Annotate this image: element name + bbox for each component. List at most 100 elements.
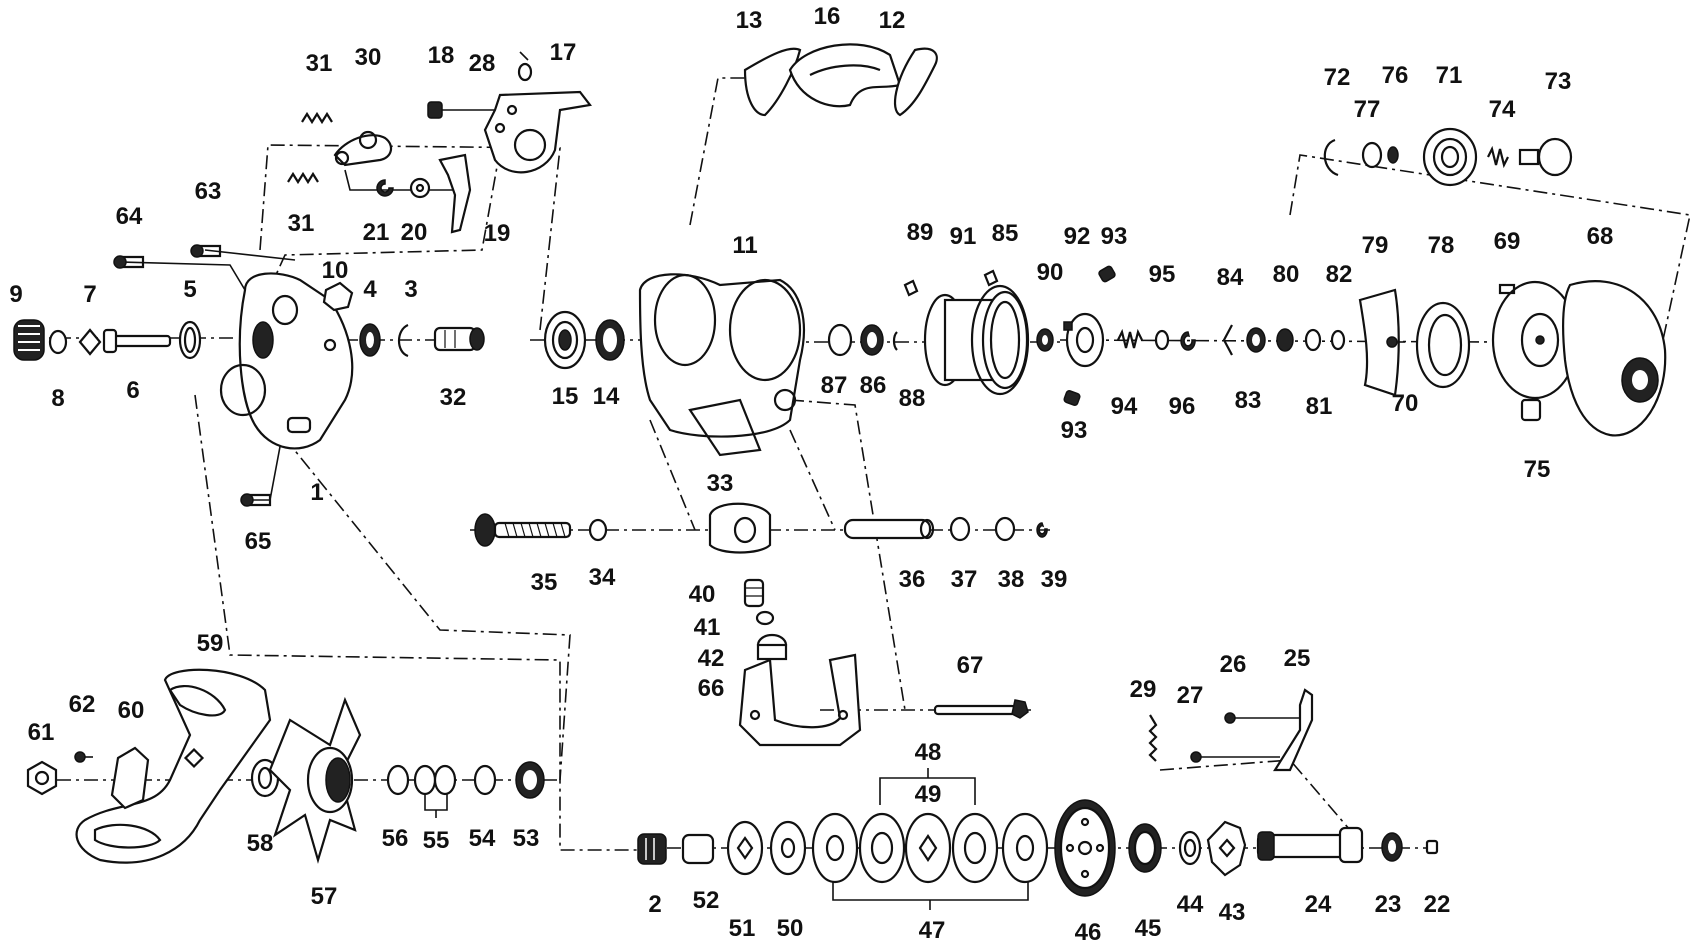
label-95: 95 [1149,261,1176,288]
label-30: 30 [355,44,382,71]
part-93-brake-block-upper-icon [1098,265,1116,283]
label-28: 28 [469,50,496,77]
label-16: 16 [814,3,841,30]
part-86-bearing-icon [860,324,884,356]
label-32: 32 [440,384,467,411]
part-49-drag-washer-icon [904,812,952,884]
part-36-guide-tube-icon [843,518,935,540]
part-12-side-piece-icon [893,47,938,117]
part-52-collar-icon [681,833,715,865]
part-94-spring-icon [1117,328,1143,349]
label-94: 94 [1111,393,1138,420]
part-14-ring-icon [595,319,625,361]
label-9: 9 [9,281,22,308]
label-39: 39 [1041,566,1068,593]
part-63-screw-icon [190,244,222,258]
label-42: 42 [698,645,725,672]
part-93-brake-block-lower-icon [1063,390,1081,406]
part-32-pinion-icon [433,326,485,352]
part-24-drive-shaft-icon [1256,826,1364,864]
part-26-screw-icon [1224,712,1300,724]
part-48-drag-washer-b-icon [951,812,999,884]
label-14: 14 [593,383,620,410]
label-31-lower: 31 [288,210,315,237]
label-63: 63 [195,178,222,205]
part-37-bushing-icon [949,516,971,542]
part-1-side-plate-icon [219,272,354,450]
label-51: 51 [729,915,756,942]
part-38-washer-icon [994,516,1016,542]
part-31-spring-lower-icon [287,171,319,185]
part-13-thumb-piece-icon [743,47,802,117]
part-85-spool-icon [923,284,1030,396]
label-36: 36 [899,566,926,593]
part-35-worm-shaft-icon [474,513,572,547]
label-8: 8 [51,385,64,412]
part-15-bearing-seat-icon [543,310,587,370]
part-76-washer-icon [1387,146,1399,164]
label-38: 38 [998,566,1025,593]
label-23: 23 [1375,891,1402,918]
label-68: 68 [1587,223,1614,250]
part-29-spring-icon [1148,714,1158,762]
label-54: 54 [469,825,496,852]
part-18-screw-icon [427,101,495,119]
part-71-knob-icon [1422,127,1478,187]
label-48: 48 [915,739,942,766]
part-25-clicker-plate-icon [1273,688,1314,772]
label-7: 7 [83,281,96,308]
part-51-washer-icon [726,820,764,876]
label-55: 55 [423,827,450,854]
label-49: 49 [915,781,942,808]
part-81-washer-icon [1304,328,1322,352]
label-19: 19 [484,220,511,247]
label-35: 35 [531,569,558,596]
label-1: 1 [310,479,323,506]
part-16-clutch-bar-icon [788,43,902,108]
label-87: 87 [821,372,848,399]
label-21: 21 [363,219,390,246]
part-82-washer-icon [1330,329,1346,351]
label-33: 33 [707,470,734,497]
part-55-spring-washers-icon [413,764,457,796]
part-shapes [13,43,1667,897]
part-56-washer-icon [386,764,410,796]
part-22-collar-icon [1425,839,1439,855]
label-46: 46 [1075,919,1102,946]
label-78: 78 [1428,232,1455,259]
label-64: 64 [116,203,143,230]
label-58: 58 [247,830,274,857]
part-47-drag-washer-b-icon [1001,812,1049,884]
part-21-eclip-icon [376,179,394,197]
part-65-screw-icon [240,493,272,507]
label-24: 24 [1305,891,1332,918]
part-61-nut-icon [26,760,58,796]
label-90: 90 [1037,259,1064,286]
part-83-bearing-icon [1246,327,1266,353]
leader-lines [30,77,1691,910]
part-34-bushing-icon [588,518,608,542]
label-52: 52 [693,887,720,914]
part-28-cap-icon [517,51,533,82]
label-25: 25 [1284,645,1311,672]
part-74-spring-icon [1487,145,1509,169]
label-11: 11 [732,232,757,259]
label-60: 60 [118,697,145,724]
label-92: 92 [1064,223,1091,250]
part-68-cover-icon [1562,280,1667,437]
part-84-clip-icon [1222,324,1233,356]
part-46-main-gear-icon [1054,799,1116,897]
label-13: 13 [736,7,763,34]
label-96: 96 [1169,393,1196,420]
part-8-washer-icon [48,329,68,355]
label-3: 3 [404,276,417,303]
label-59: 59 [197,630,224,657]
part-75-clip-icon [1520,398,1542,422]
part-88-clip-icon [892,331,898,351]
part-70-screw-icon [1386,336,1405,348]
label-81: 81 [1306,393,1333,420]
label-80: 80 [1273,261,1300,288]
label-34: 34 [589,564,616,591]
label-72: 72 [1324,64,1351,91]
label-88: 88 [899,385,926,412]
